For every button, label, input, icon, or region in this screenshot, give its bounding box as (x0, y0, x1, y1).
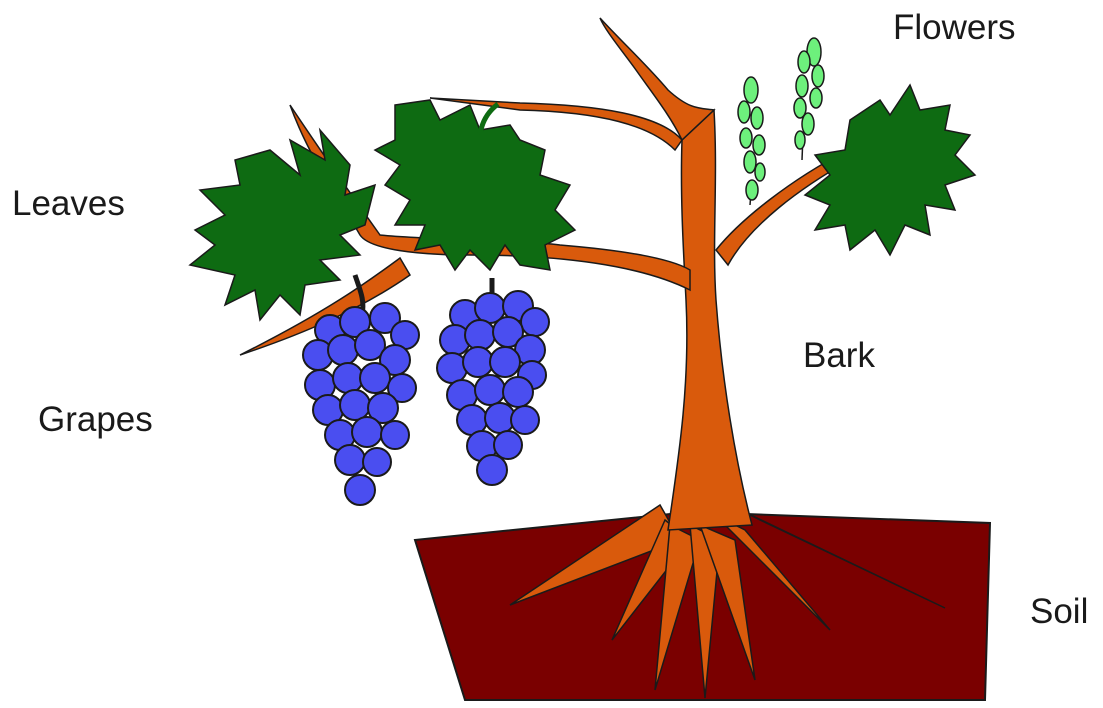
label-bark: Bark (803, 338, 875, 373)
label-leaves: Leaves (12, 186, 125, 221)
grape-bunch-left (303, 303, 419, 505)
leaves-group (190, 85, 975, 320)
label-soil: Soil (1030, 594, 1088, 629)
leaf-right (805, 85, 975, 255)
leaf-left (190, 130, 375, 320)
label-flowers: Flowers (893, 10, 1016, 45)
label-grapes: Grapes (38, 402, 153, 437)
grape-bunch-right (437, 291, 549, 485)
